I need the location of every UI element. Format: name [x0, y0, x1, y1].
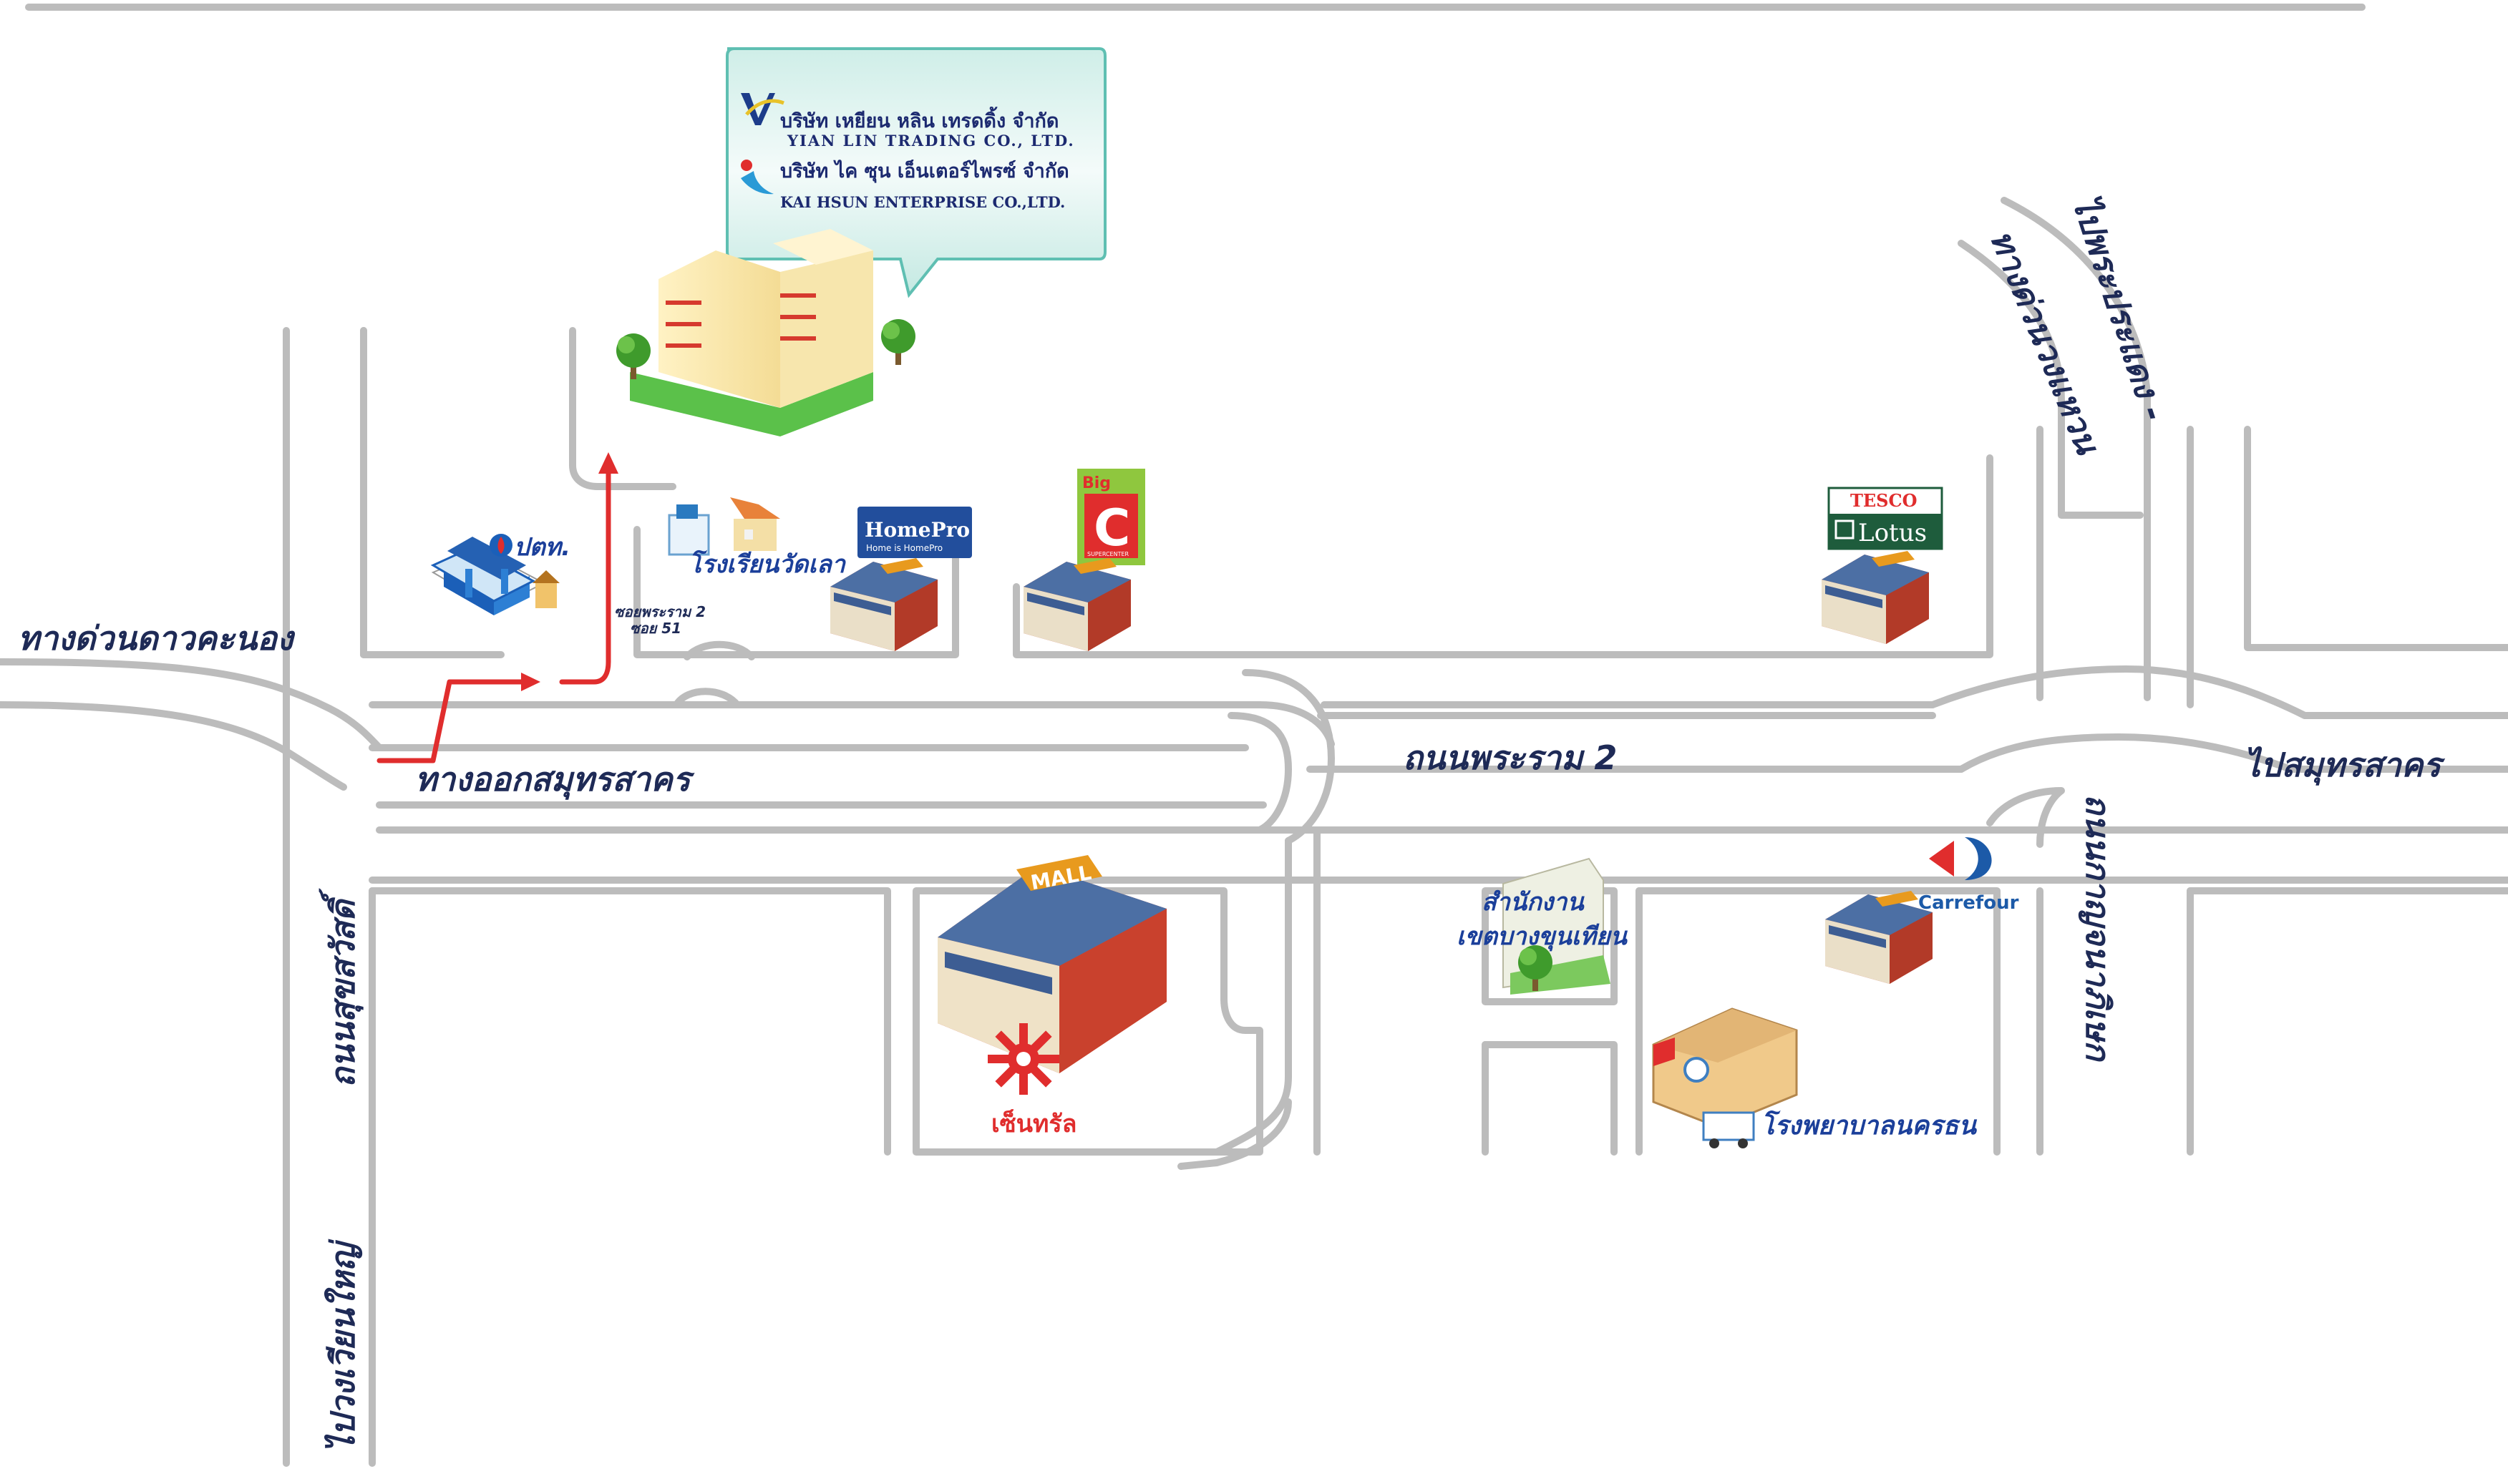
district-office-label-line2: เขตบางขุนเทียน: [1457, 922, 1628, 952]
label-suksawat-road: ถนนสุขสวัสดิ์: [319, 888, 364, 1088]
company-callout: บริษัท เหยียน หลิน เทรดดิ้ง จำกัด YIAN L…: [726, 47, 1107, 298]
block-central: [913, 887, 1263, 1156]
block-ne: [2244, 426, 2508, 651]
expressway-upper-edge: [0, 658, 383, 751]
company-line1-english: YIAN LIN TRADING CO., LTD.: [787, 132, 1075, 150]
tree-icon: [881, 319, 915, 365]
label-to-samut-sakhon: ไปสมุทรสาคร: [2244, 746, 2445, 786]
bigc-brand: Big: [1082, 474, 1111, 492]
bigc-subline: SUPERCENTER: [1087, 551, 1129, 557]
company-line2-thai: บริษัท ไค ซุน เอ็นเตอร์ไพรซ์ จำกัด: [780, 158, 1069, 183]
block-hospital: [1635, 887, 2001, 1156]
road-network: [0, 4, 2508, 1467]
central-mall: MALL: [938, 855, 1167, 1095]
yian-lin-logo: [741, 93, 784, 125]
school: [668, 497, 780, 556]
u-turn-down-1: [1213, 837, 1292, 1156]
block-bigc: [1013, 454, 1993, 658]
u-turn-outer: [1242, 669, 1335, 844]
label-kanchanaphisek-road: ถนนกาญจนาภิเษก: [2078, 794, 2117, 1063]
company-building: [616, 229, 915, 436]
soi51-lane: [633, 526, 959, 658]
ring-expressway-outer: [2001, 197, 2151, 701]
tree-icon: [616, 333, 651, 379]
ring-curve-merge-top: [1929, 665, 2508, 719]
homepro-mall-icon: [830, 558, 938, 651]
kai-hsun-logo: [741, 160, 774, 195]
roundabout-bump-top: [673, 688, 741, 708]
company-line1-thai: บริษัท เหยียน หลิน เทรดดิ้ง จำกัด: [780, 106, 1059, 132]
rama2-top-edge: [369, 701, 1335, 748]
expressway-lower-edge: [0, 701, 347, 791]
hospital-label: โรงพยาบาลนครธน: [1761, 1110, 1977, 1141]
label-exit-samut-sakhon: ทางออกสมุทรสาคร: [415, 760, 695, 800]
lotus-brand: Lotus: [1858, 519, 1927, 547]
tesco-mall-icon: [1822, 551, 1929, 644]
route-arrow: [376, 452, 618, 763]
bigc-letter: C: [1094, 499, 1130, 557]
kanchanaphisek-merge: [1986, 787, 2065, 848]
block-district-lower: [1482, 1041, 1618, 1156]
homepro-logo: HomePro Home is HomePro: [857, 507, 972, 558]
ptt-label: ปตท.: [514, 533, 570, 562]
label-rama2-road: ถนนพระราม 2: [1403, 738, 1617, 777]
ring-curve-merge-bottom: [1958, 733, 2508, 773]
ring-expressway-inner: [1958, 240, 2144, 519]
bigc-logo: Big C SUPERCENTER: [1077, 469, 1145, 565]
label-dao-khanong-expressway: ทางด่วนดาวคะนอง: [18, 619, 296, 658]
carrefour-mall-icon: [1825, 891, 1933, 984]
homepro-brand: HomePro: [865, 518, 970, 542]
district-office: [1502, 857, 1610, 995]
label-to-wongwian-yai: ไปวงเวียนใหญ่: [324, 1238, 363, 1453]
central-label: เซ็นทรัล: [991, 1108, 1076, 1138]
bigc-mall-icon: [1024, 558, 1131, 651]
district-office-label-line1: สำนักงาน: [1482, 888, 1585, 917]
block-nw: [360, 327, 505, 658]
hospital: [1652, 1007, 1798, 1148]
block-sw-top: [369, 887, 891, 1156]
carrefour-logo: [1929, 837, 1992, 880]
u-turn-inner: [1228, 712, 1292, 834]
tesco-lotus-logo: TESCO Lotus: [1827, 487, 1943, 550]
label-soi-line1: ซอยพระราม 2: [614, 603, 706, 620]
ramp-curve-lower: [1177, 1098, 1292, 1170]
ptt-gas-station: [430, 534, 560, 615]
company-line2-english: KAI HSUN ENTERPRISE CO.,LTD.: [780, 193, 1065, 211]
tesco-brand: TESCO: [1850, 490, 1918, 511]
homepro-tagline: Home is HomePro: [866, 543, 943, 553]
label-soi-line2: ซอย 51: [630, 620, 681, 637]
soi51-left: [569, 327, 676, 490]
school-label: โรงเรียนวัดเลา: [689, 550, 847, 579]
carrefour-label: Carrefour: [1918, 892, 2019, 914]
